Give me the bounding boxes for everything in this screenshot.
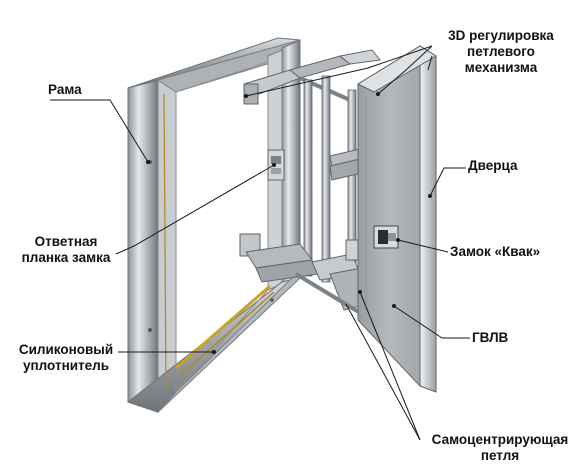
leader-hinge-3d-c bbox=[427, 55, 433, 71]
leader-self-centering-b bbox=[345, 303, 421, 441]
leader-strike-plate bbox=[115, 164, 275, 255]
label-strike-plate: Ответная планка замка bbox=[21, 234, 111, 265]
label-hinge-3d: 3D регулировка петлевого механизма bbox=[448, 28, 554, 75]
leader-lines bbox=[50, 45, 470, 441]
leader-door bbox=[429, 167, 466, 197]
leader-lock bbox=[397, 239, 449, 253]
label-door: Дверца bbox=[468, 158, 518, 173]
leader-hinge-3d-a bbox=[245, 45, 433, 97]
label-silicone-seal: Силиконовый уплотнитель bbox=[18, 342, 114, 373]
label-lock: Замок «Квак» bbox=[450, 244, 541, 259]
leader-self-centering-a bbox=[359, 291, 421, 441]
label-frame: Рама bbox=[48, 82, 82, 97]
label-gypsum-board: ГВЛВ bbox=[472, 330, 509, 345]
frame-drawing bbox=[126, 37, 302, 414]
door-drawing bbox=[356, 45, 437, 393]
leader-frame bbox=[50, 99, 149, 163]
label-self-centering-hinge: Самоцентрирующая петля bbox=[431, 432, 569, 463]
leader-dots bbox=[146, 92, 432, 354]
leader-gypsum bbox=[393, 305, 470, 339]
leader-hinge-3d-b bbox=[377, 45, 433, 95]
